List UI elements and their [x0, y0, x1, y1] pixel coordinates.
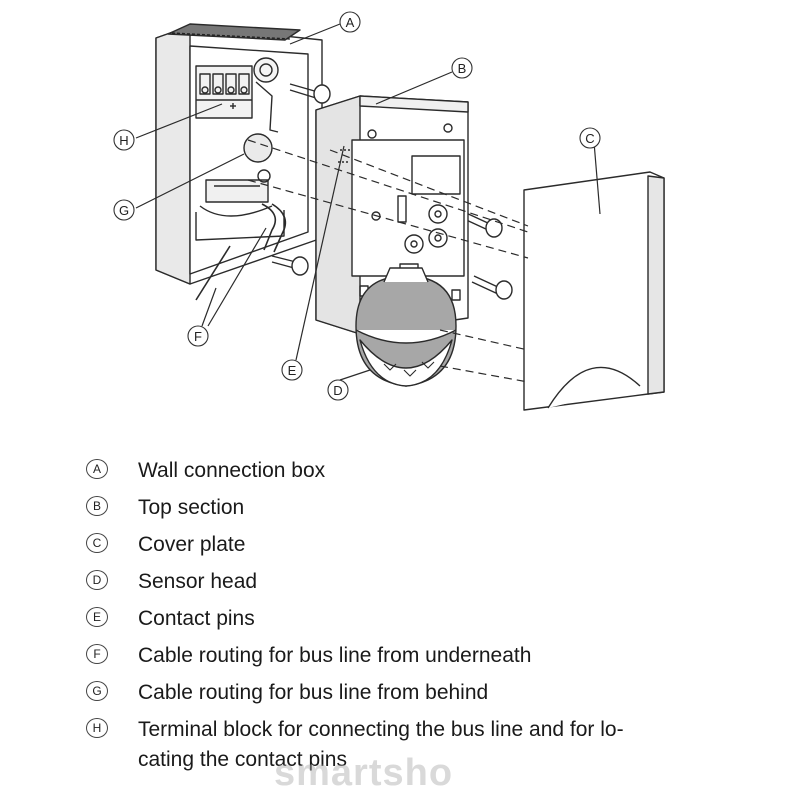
- legend-item: D Sensor head: [86, 567, 706, 604]
- svg-text:D: D: [333, 383, 342, 398]
- legend-letter-badge: H: [86, 718, 108, 738]
- watermark: smartsho: [274, 752, 454, 794]
- callout-a: A: [339, 11, 361, 33]
- legend-text: Top section: [138, 496, 245, 519]
- wall-connection-box: [155, 23, 323, 301]
- legend-letter-badge: E: [86, 607, 108, 627]
- exploded-view-diagram: A B C D E F G H: [113, 11, 665, 411]
- terminal-block: [195, 65, 279, 133]
- assembly-lines: [247, 139, 529, 383]
- svg-text:G: G: [119, 203, 129, 218]
- callout-d: D: [327, 379, 349, 401]
- legend-text: Cover plate: [138, 533, 246, 556]
- screw-bottom-left: [271, 255, 309, 276]
- legend-letter-badge: D: [86, 570, 108, 590]
- top-section: [315, 95, 469, 335]
- legend-item: E Contact pins: [86, 604, 706, 641]
- callout-h: H: [113, 129, 135, 151]
- callout-b: B: [451, 57, 473, 79]
- sensor-head: [355, 267, 457, 387]
- legend-list: A Wall connection box B Top section C Cover…: [86, 456, 706, 775]
- svg-text:E: E: [288, 363, 297, 378]
- legend-text: Contact pins: [138, 607, 255, 630]
- legend-text: Wall connection box: [138, 459, 326, 482]
- legend-text: Cable routing for bus line from behind: [138, 681, 489, 704]
- screw-top-left: [289, 83, 331, 104]
- svg-text:F: F: [194, 329, 202, 344]
- callout-g: G: [113, 199, 135, 221]
- legend-letter-badge: G: [86, 681, 108, 701]
- screw-low-right: [471, 275, 513, 300]
- legend-text: Terminal block for connecting the bus li…: [138, 715, 624, 775]
- legend-letter-badge: F: [86, 644, 108, 664]
- legend-letter-badge: A: [86, 459, 108, 479]
- svg-text:B: B: [458, 61, 467, 76]
- legend-letter-badge: C: [86, 533, 108, 553]
- legend-text: Cable routing for bus line from undernea…: [138, 644, 532, 667]
- legend-item: G Cable routing for bus line from behind: [86, 678, 706, 715]
- svg-text:A: A: [346, 15, 355, 30]
- callout-c: C: [579, 127, 601, 149]
- legend-letter-badge: B: [86, 496, 108, 516]
- legend-text-line-2: cating the contact pins: [138, 748, 347, 771]
- legend-text: Sensor head: [138, 570, 258, 593]
- legend-item: C Cover plate: [86, 530, 706, 567]
- legend-item: H Terminal block for connecting the bus l…: [86, 715, 706, 775]
- leader-lines: [135, 23, 601, 381]
- cover-plate: [523, 171, 665, 411]
- legend-text-line-1: Terminal block for connecting the bus li…: [138, 718, 624, 741]
- svg-text:H: H: [119, 133, 128, 148]
- screw-mid-right: [461, 211, 503, 238]
- legend-item: B Top section: [86, 493, 706, 530]
- callout-f: F: [187, 325, 209, 347]
- legend-item: A Wall connection box: [86, 456, 706, 493]
- svg-text:C: C: [585, 131, 594, 146]
- callout-e: E: [281, 359, 303, 381]
- legend-item: F Cable routing for bus line from underne…: [86, 641, 706, 678]
